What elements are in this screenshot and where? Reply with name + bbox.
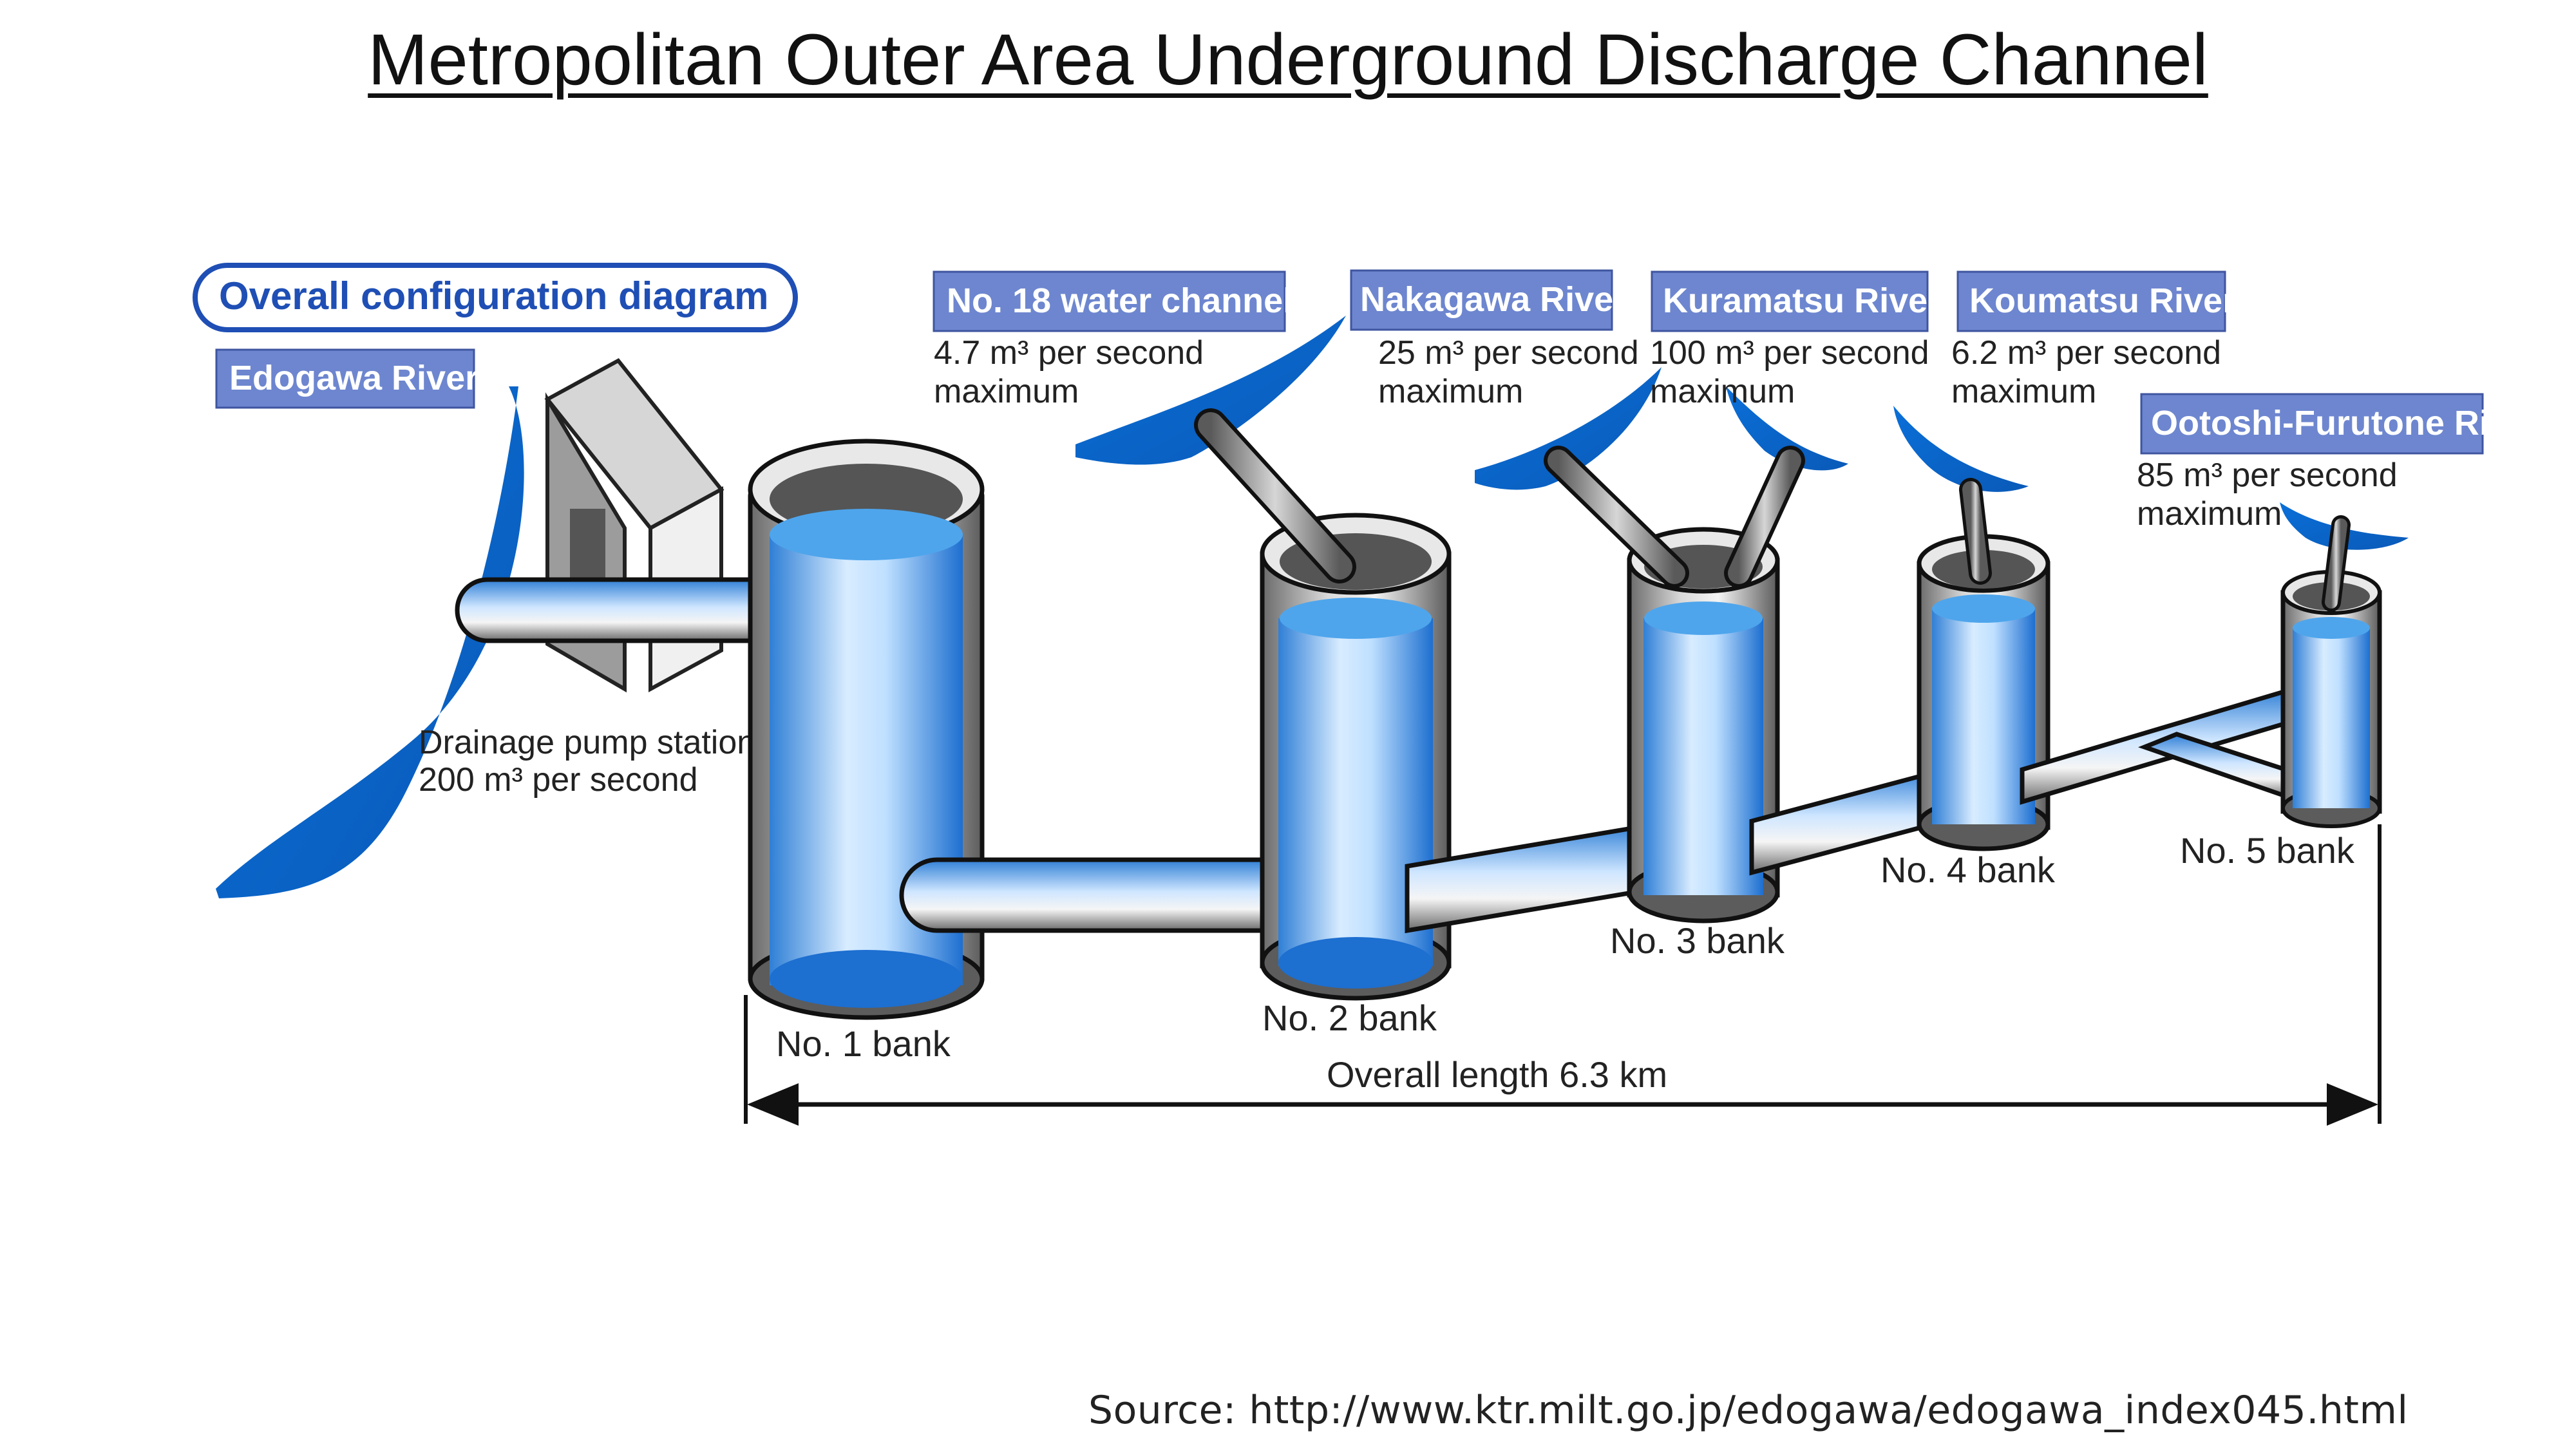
pump-connector-pipe xyxy=(455,577,782,643)
bank-label-5: No. 5 bank xyxy=(2180,830,2355,871)
bank-label-4: No. 4 bank xyxy=(1880,849,2056,890)
inflow-no18-channel xyxy=(1075,316,1356,583)
svg-text:85 m³ per second: 85 m³ per second xyxy=(2137,457,2398,494)
edogawa-river xyxy=(216,386,524,898)
tunnel-1-2 xyxy=(899,857,1303,933)
river-label-nakagawa: Nakagawa River 25 m³ per second maximum xyxy=(1350,269,1639,410)
svg-text:200 m³ per second: 200 m³ per second xyxy=(419,761,698,799)
bank-label-2: No. 2 bank xyxy=(1262,998,1437,1038)
river-label-no18: No. 18 water channel 4.7 m³ per second m… xyxy=(933,270,1293,410)
svg-text:Drainage pump station: Drainage pump station xyxy=(419,724,755,761)
river-label-koumatsu: Koumatsu River 6.2 m³ per second maximum xyxy=(1951,270,2236,410)
svg-text:No. 18 water channel: No. 18 water channel xyxy=(947,281,1293,320)
svg-text:maximum: maximum xyxy=(1378,373,1523,410)
svg-text:Kuramatsu River: Kuramatsu River xyxy=(1663,281,1941,320)
svg-text:100 m³ per second: 100 m³ per second xyxy=(1650,334,1929,372)
river-name: Edogawa River xyxy=(229,359,478,397)
pump-station-caption: Drainage pump station 200 m³ per second xyxy=(419,724,755,799)
svg-text:maximum: maximum xyxy=(2137,495,2282,533)
svg-text:maximum: maximum xyxy=(934,373,1079,410)
shaft-5 xyxy=(2280,570,2382,828)
svg-text:Nakagawa River: Nakagawa River xyxy=(1360,280,1627,319)
svg-text:maximum: maximum xyxy=(1951,373,2096,410)
heading-text: Overall configuration diagram xyxy=(219,274,769,317)
bank-label-3: No. 3 bank xyxy=(1610,920,1785,961)
inflow-koumatsu xyxy=(1893,406,2029,585)
source-citation: Source: http://www.ktr.milt.go.jp/edogaw… xyxy=(1088,1388,2409,1433)
slide-title: Metropolitan Outer Area Underground Disc… xyxy=(368,19,2208,100)
svg-text:Koumatsu River: Koumatsu River xyxy=(1969,281,2236,320)
overall-length-dimension: Overall length 6.3 km xyxy=(744,824,2382,1126)
svg-text:6.2 m³ per second: 6.2 m³ per second xyxy=(1951,334,2221,372)
bank-label-1: No. 1 bank xyxy=(776,1023,951,1064)
svg-text:4.7 m³ per second: 4.7 m³ per second xyxy=(934,334,1204,372)
svg-text:Ootoshi-Furutone River: Ootoshi-Furutone River xyxy=(2151,404,2541,442)
inflow-ootoshi-furutone xyxy=(2280,502,2409,612)
river-label-ootoshi-furutone: Ootoshi-Furutone River 85 m³ per second … xyxy=(2137,393,2541,533)
river-label-kuramatsu: Kuramatsu River 100 m³ per second maximu… xyxy=(1650,270,1941,410)
diagram-heading: Overall configuration diagram xyxy=(193,263,798,332)
overall-length-label: Overall length 6.3 km xyxy=(1327,1054,1667,1095)
inflow-nakagawa xyxy=(1475,367,1689,588)
river-label-edogawa: Edogawa River xyxy=(215,348,478,409)
svg-text:maximum: maximum xyxy=(1650,373,1795,410)
svg-text:25 m³ per second: 25 m³ per second xyxy=(1378,334,1639,372)
inflow-kuramatsu xyxy=(1724,386,1848,588)
